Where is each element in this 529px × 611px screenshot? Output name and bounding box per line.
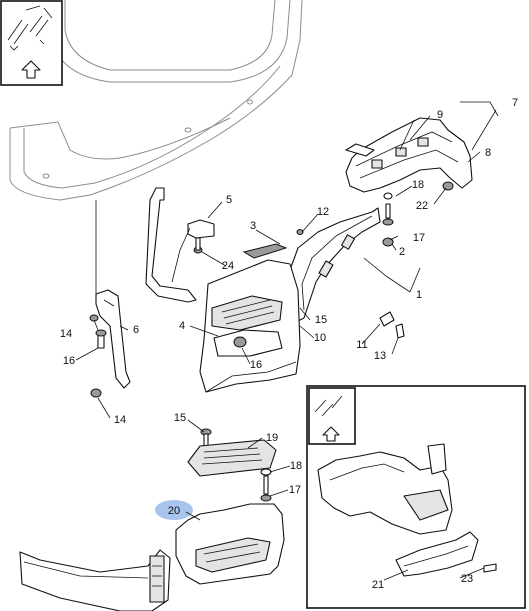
callout-16-mid: 16 [250, 359, 262, 371]
callout-4: 4 [179, 320, 185, 332]
arrow-up-icon [21, 60, 41, 79]
callout-14-bottom: 14 [114, 414, 126, 426]
callout-10: 10 [314, 332, 326, 344]
callout-17-bottom: 17 [289, 484, 301, 496]
callouts: 7 9 8 18 22 5 12 3 17 2 24 1 4 15 10 11 … [60, 97, 518, 591]
callout-16-left: 16 [63, 355, 75, 367]
part-step-insert-19 [187, 439, 277, 477]
callout-13: 13 [374, 350, 386, 362]
callout-7: 7 [512, 97, 518, 109]
callout-23: 23 [461, 573, 473, 585]
leader-lines [75, 101, 499, 581]
part-step-panel-4 [199, 259, 301, 393]
callout-15-mid: 15 [315, 314, 327, 326]
callout-20: 20 [168, 505, 180, 517]
callout-21: 21 [372, 579, 384, 591]
inset-arrow-up-icon [322, 426, 340, 442]
bumper-section [19, 549, 171, 611]
callout-24: 24 [222, 260, 234, 272]
callout-9: 9 [437, 109, 443, 121]
callout-12: 12 [317, 206, 329, 218]
part-side-trim-1-10 [289, 207, 381, 323]
highlight-20 [155, 500, 193, 520]
callout-8: 8 [485, 147, 491, 159]
callout-22: 22 [416, 200, 428, 212]
callout-1: 1 [416, 289, 422, 301]
part-bracket-7-8-9 [345, 117, 473, 193]
orientation-icon-box [0, 0, 63, 86]
callout-18-bottom: 18 [290, 460, 302, 472]
inset-assembly [317, 443, 497, 577]
callout-19: 19 [266, 432, 278, 444]
fasteners [89, 181, 454, 502]
callout-5: 5 [226, 194, 232, 206]
part-step-cover-20 [175, 503, 285, 585]
callout-18-top: 18 [412, 179, 424, 191]
callout-17-top: 17 [413, 232, 425, 244]
callout-14-top: 14 [60, 328, 72, 340]
part-bracket-6 [95, 289, 131, 389]
callout-2: 2 [399, 246, 405, 258]
callout-3: 3 [250, 220, 256, 232]
callout-11: 11 [356, 339, 367, 351]
callout-6: 6 [133, 324, 139, 336]
vehicle-miniature-icon [7, 5, 53, 51]
callout-15-bottom: 15 [174, 412, 186, 424]
part-plate-3 [242, 243, 288, 259]
part-rod-5 [145, 187, 215, 303]
